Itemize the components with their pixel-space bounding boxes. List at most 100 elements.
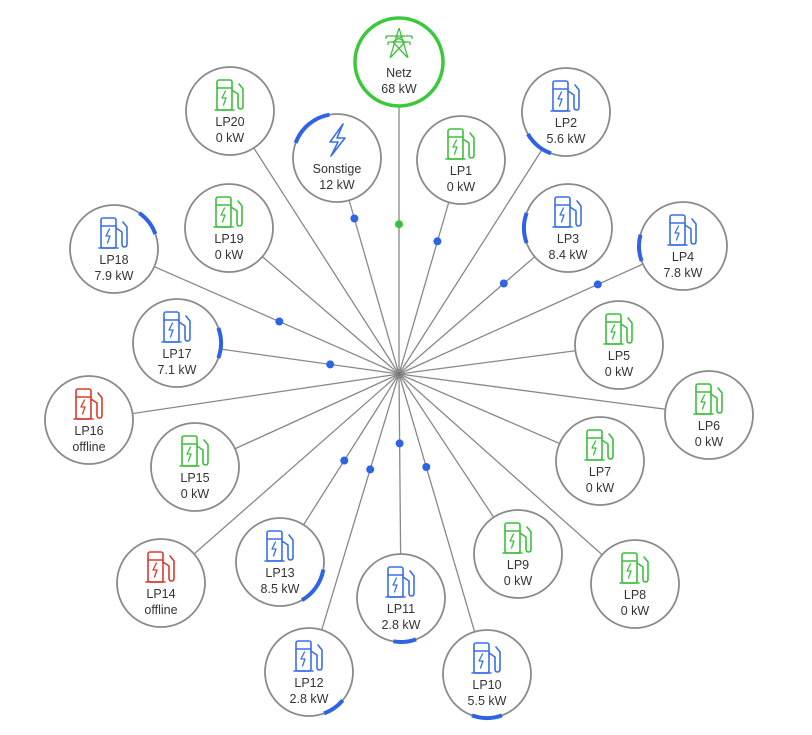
charging-station-icon — [502, 522, 532, 554]
lp4-connection-line — [398, 245, 684, 375]
charging-station-icon — [603, 313, 633, 345]
power-flow-arc — [471, 713, 503, 721]
charging-station-icon — [584, 429, 614, 461]
node-name: LP20 — [215, 115, 244, 129]
grid-flow-dot — [395, 220, 403, 229]
charging-station-icon — [213, 196, 243, 228]
node-circle — [574, 300, 664, 390]
node-value: 5.5 kW — [468, 694, 507, 708]
node-name: LP11 — [387, 602, 415, 616]
charge-point-lp15[interactable]: LP15 0 kW — [150, 422, 240, 512]
node-name: LP4 — [672, 250, 694, 264]
node-value: 0 kW — [586, 481, 615, 495]
node-name: LP3 — [557, 232, 579, 246]
lp2-connection-line — [398, 111, 567, 375]
node-circle — [521, 67, 611, 157]
charging-station-icon — [214, 79, 244, 111]
lp12-connection-line — [308, 373, 400, 673]
node-name: LP15 — [180, 471, 209, 485]
node-circle — [416, 115, 506, 205]
node-value: 0 kW — [181, 487, 210, 501]
power-flow-arc — [138, 211, 158, 235]
hub-center — [397, 372, 401, 376]
power-flow-arc — [323, 698, 345, 716]
node-value: 0 kW — [447, 180, 476, 194]
node-circle — [69, 204, 159, 294]
charging-station-icon — [550, 80, 580, 112]
node-value: offline — [72, 440, 105, 454]
sonstige-node[interactable]: Sonstige 12 kW — [292, 112, 382, 203]
charge-point-lp16[interactable]: LP16 offline — [44, 375, 134, 465]
node-circle — [116, 538, 206, 628]
node-name: Sonstige — [313, 162, 362, 176]
lp8-connection-line — [398, 373, 636, 585]
node-name: LP1 — [450, 164, 472, 178]
charge-point-lp10[interactable]: LP10 5.5 kW — [442, 629, 532, 721]
node-name: LP19 — [214, 232, 243, 246]
node-value: 7.1 kW — [158, 363, 197, 377]
node-name: LP16 — [74, 424, 103, 438]
power-flow-arc — [521, 212, 529, 244]
charging-station-icon — [385, 566, 415, 598]
node-value: 8.4 kW — [549, 248, 588, 262]
charging-station-icon — [145, 551, 175, 583]
power-flow-arc — [526, 132, 552, 156]
node-circle — [590, 539, 680, 629]
charge-point-lp17[interactable]: LP17 7.1 kW — [132, 298, 224, 388]
charging-station-icon — [445, 128, 475, 160]
charge-point-lp7[interactable]: LP7 0 kW — [555, 416, 645, 506]
charging-station-icon — [98, 217, 128, 249]
node-name: LP9 — [507, 558, 529, 572]
lp1-flow-dot — [433, 237, 442, 246]
charging-station-icon — [667, 214, 697, 246]
lp12-flow-dot — [366, 465, 375, 474]
power-flow-arc — [216, 327, 224, 359]
node-value: 7.9 kW — [95, 269, 134, 283]
lp18-connection-line — [113, 248, 400, 375]
charge-point-lp3[interactable]: LP3 8.4 kW — [521, 183, 613, 273]
charging-station-icon — [264, 530, 294, 562]
power-pylon-icon — [385, 27, 413, 59]
connection-lines — [88, 62, 710, 675]
lp20-connection-line — [229, 110, 400, 375]
lp4-flow-dot — [593, 280, 602, 289]
node-name: LP2 — [555, 116, 577, 130]
node-value: 12 kW — [319, 178, 355, 192]
charge-point-lp14[interactable]: LP14 offline — [116, 538, 206, 628]
node-name: LP14 — [146, 587, 175, 601]
node-name: LP13 — [265, 566, 294, 580]
node-value: 68 kW — [381, 82, 417, 96]
node-circle — [264, 627, 354, 717]
node-name: LP12 — [294, 676, 323, 690]
flow-dots — [275, 214, 602, 474]
node-value: offline — [144, 603, 177, 617]
charging-station-icon — [693, 383, 723, 415]
node-name: LP7 — [589, 465, 611, 479]
lp10-flow-dot — [422, 463, 431, 471]
charging-station-icon — [552, 196, 582, 228]
charge-point-lp1[interactable]: LP1 0 kW — [416, 115, 506, 205]
node-name: LP10 — [472, 678, 501, 692]
node-name: LP17 — [162, 347, 191, 361]
node-circle — [150, 422, 240, 512]
lp14-connection-line — [160, 373, 400, 584]
charging-station-icon — [471, 642, 501, 674]
power-flow-arc — [393, 637, 417, 644]
lp11-flow-dot — [395, 439, 404, 448]
charging-station-icon — [161, 311, 191, 343]
node-value: 0 kW — [621, 604, 650, 618]
